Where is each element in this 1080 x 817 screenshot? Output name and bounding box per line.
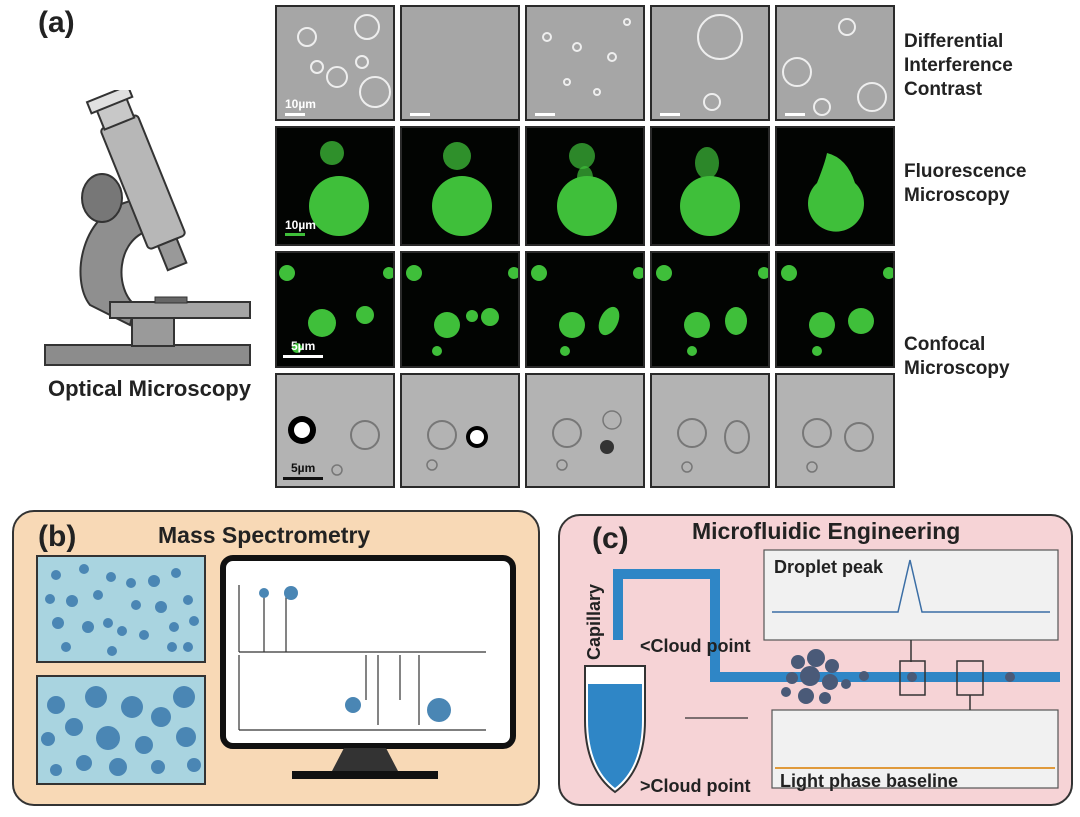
brightfield-image-2 xyxy=(400,373,520,488)
scale-label: 10µm xyxy=(285,218,316,232)
confocal-image-1: 5µm xyxy=(275,251,395,368)
tube-liquid xyxy=(588,684,642,788)
scale-label: 5µm xyxy=(291,339,316,353)
dic-image-3 xyxy=(525,5,645,121)
scale-label: 5µm xyxy=(291,461,316,475)
above-cloud-point-label: >Cloud point xyxy=(640,776,751,796)
brightfield-image-1: 5µm xyxy=(275,373,395,488)
scale-bar xyxy=(785,113,805,116)
baseline-title: Light phase baseline xyxy=(780,771,959,791)
fluorescence-image-1: 10µm xyxy=(275,126,395,246)
dic-image-5 xyxy=(775,5,895,121)
fluorescence-image-4 xyxy=(650,126,770,246)
monitor-neck xyxy=(332,748,398,771)
microscope-caption: Optical Microscopy xyxy=(48,376,251,401)
droplet-peak-title: Droplet peak xyxy=(774,557,884,577)
confocal-image-4 xyxy=(650,251,770,368)
row-label-dic: Differential Interference Contrast xyxy=(904,31,1013,100)
scale-label: 10µm xyxy=(285,97,316,111)
baseline-box xyxy=(771,709,1059,789)
droplet-cluster xyxy=(781,649,1015,704)
scale-bar xyxy=(285,113,305,116)
brightfield-image-3 xyxy=(525,373,645,488)
dic-image-4 xyxy=(650,5,770,121)
panel-c-label: (c) xyxy=(592,522,629,555)
panel-b-title: Mass Spectrometry xyxy=(158,522,371,548)
mass-spec-illustration xyxy=(36,555,516,785)
brightfield-image-4 xyxy=(650,373,770,488)
dic-image-2 xyxy=(400,5,520,121)
scale-bar xyxy=(410,113,430,116)
below-cloud-point-label: <Cloud point xyxy=(640,636,751,656)
row-label-fluorescence: Fluorescence Microscopy xyxy=(904,161,1027,206)
dic-image-1: 10µm xyxy=(275,5,395,121)
scale-bar xyxy=(285,233,305,236)
capillary-label: Capillary xyxy=(584,583,604,660)
panel-a-label: (a) xyxy=(38,6,75,39)
panel-b-label: (b) xyxy=(38,520,77,553)
fluorescence-image-2 xyxy=(400,126,520,246)
panel-c-title: Microfluidic Engineering xyxy=(692,518,961,544)
confocal-image-5 xyxy=(775,251,895,368)
detector-window-1 xyxy=(899,660,926,696)
scale-bar xyxy=(283,477,323,480)
detector-window-2 xyxy=(956,660,984,696)
confocal-image-2 xyxy=(400,251,520,368)
confocal-image-3 xyxy=(525,251,645,368)
scale-bar xyxy=(535,113,555,116)
scale-bar xyxy=(660,113,680,116)
fluorescence-image-5 xyxy=(775,126,895,246)
microfluidic-illustration xyxy=(584,549,1060,794)
brightfield-image-5 xyxy=(775,373,895,488)
microscope-illustration xyxy=(44,90,251,366)
droplet-peak-trace xyxy=(772,559,1050,613)
monitor-stand xyxy=(292,771,438,779)
fluorescence-image-3 xyxy=(525,126,645,246)
scale-bar xyxy=(283,355,323,358)
row-label-confocal: Confocal Microscopy xyxy=(904,334,1010,379)
